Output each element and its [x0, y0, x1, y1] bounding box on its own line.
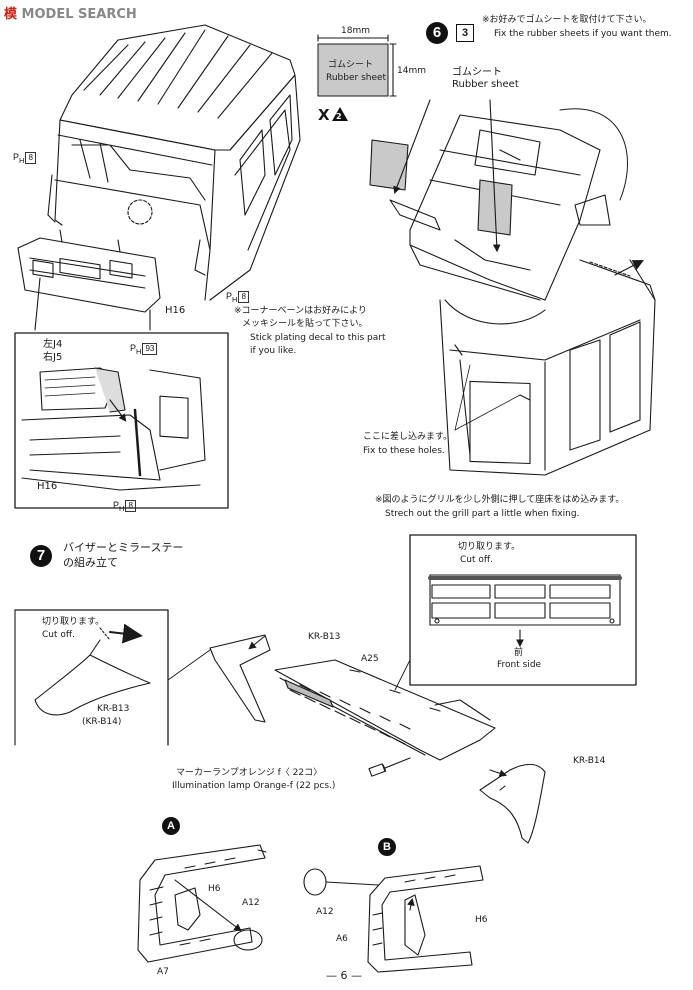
- cab-shell-drawing: [47, 24, 301, 301]
- a25-label: A25: [361, 654, 379, 664]
- front-side-en: Front side: [497, 660, 542, 670]
- sheet-label-en: Rubber sheet: [326, 73, 387, 83]
- visor-assembly-drawing: [209, 634, 496, 777]
- sheet-count-num: 2: [336, 112, 342, 121]
- step-7-title-2: の組み立て: [63, 556, 118, 569]
- grill-fit-note-jp: ※図のようにグリルを少し外側に押して座床をはめ込みます。: [375, 495, 625, 505]
- step-6-note-en: Fix the rubber sheets if you want them.: [494, 29, 672, 39]
- kr-b14-label: KR-B14: [573, 756, 606, 766]
- sub-step-a-badge: A: [162, 817, 180, 835]
- watermark-logo: 模 MODEL SEARCH: [4, 7, 137, 22]
- sheet-width: 18mm: [341, 26, 370, 36]
- sub-step-b-badge: B: [378, 838, 396, 856]
- kr-b13-label: KR-B13: [308, 632, 341, 642]
- inset-right-label: 右J5: [43, 352, 63, 363]
- step-6-badge: 6: [426, 22, 448, 44]
- mirror-stay-a-drawing: [137, 844, 267, 963]
- rubber-sheet-en: Rubber sheet: [452, 79, 519, 90]
- sub-a-a7-label: A7: [157, 967, 169, 977]
- lamp-note-en: Illumination lamp Orange-f (22 pcs.): [172, 781, 336, 791]
- step-6-box: 3: [456, 24, 474, 42]
- front-side-inset-frame: [409, 534, 637, 686]
- sub-a-a12-label: A12: [242, 898, 260, 908]
- sheet-count-x: X: [318, 106, 330, 124]
- corner-vane-note-jp: ※コーナーベーンはお好みにより: [234, 306, 367, 316]
- sub-a-h6-label: H6: [208, 884, 221, 894]
- step-7-title-1: バイザーとミラーステー: [63, 541, 184, 554]
- cab-lower-drawing: [439, 108, 656, 476]
- corner-vane-note-en: Stick plating decal to this part: [250, 333, 386, 343]
- cut-off-jp: 切り取ります。: [42, 617, 105, 627]
- holes-note-en: Fix to these holes.: [363, 446, 445, 456]
- detail-part-label: KR-B13: [97, 704, 130, 714]
- detail-part-label-2: (KR-B14): [82, 717, 122, 727]
- grill-fit-note-en: Strech out the grill part a little when …: [385, 509, 580, 519]
- step-6-note-jp: ※お好みでゴムシートを取付けて下さい。: [482, 15, 652, 25]
- inset-left-label: 左J4: [43, 339, 63, 350]
- rubber-sheet-sample: [317, 43, 389, 97]
- cutoff-bracket-detail: [34, 623, 151, 716]
- front-side-jp: 前: [514, 648, 524, 658]
- inset-grill-label: H16: [37, 481, 58, 492]
- inset-drawing: [21, 367, 206, 491]
- lamp-note-jp: マーカーランプオレンジ f〈 22コ〉: [176, 768, 323, 778]
- page-number: — 6 —: [326, 969, 362, 982]
- sub-b-a12-label: A12: [316, 907, 334, 917]
- cut-off-en: Cut off.: [42, 630, 75, 640]
- front-cut-en: Cut off.: [460, 555, 493, 565]
- sheet-triangle-icon: [332, 107, 348, 121]
- visor-front-view: [428, 574, 622, 648]
- sheet-label-jp: ゴムシート: [328, 60, 374, 70]
- rubber-sheet-jp: ゴムシート: [452, 67, 502, 78]
- inset-frame: [14, 332, 229, 509]
- seat-base-drawing: [369, 99, 611, 301]
- corner-vane-note-en-2: if you like.: [250, 346, 297, 356]
- corner-vane-note-jp-2: メッキシールを貼って下さい。: [242, 319, 368, 329]
- sheet-height: 14mm: [397, 66, 426, 76]
- kr-b14-drawing: [479, 763, 546, 844]
- sub-b-h6-label: H6: [475, 915, 488, 925]
- cutoff-inset-frame: [14, 609, 169, 746]
- sub-b-a6-label: A6: [336, 934, 348, 944]
- step-7-badge: 7: [30, 545, 52, 567]
- mirror-stay-b-drawing: [303, 865, 484, 973]
- grill-label: H16: [165, 305, 186, 316]
- front-cut-jp: 切り取ります。: [458, 542, 521, 552]
- holes-note-jp: ここに差し込みます。: [363, 432, 453, 442]
- front-grill-drawing: [17, 229, 161, 331]
